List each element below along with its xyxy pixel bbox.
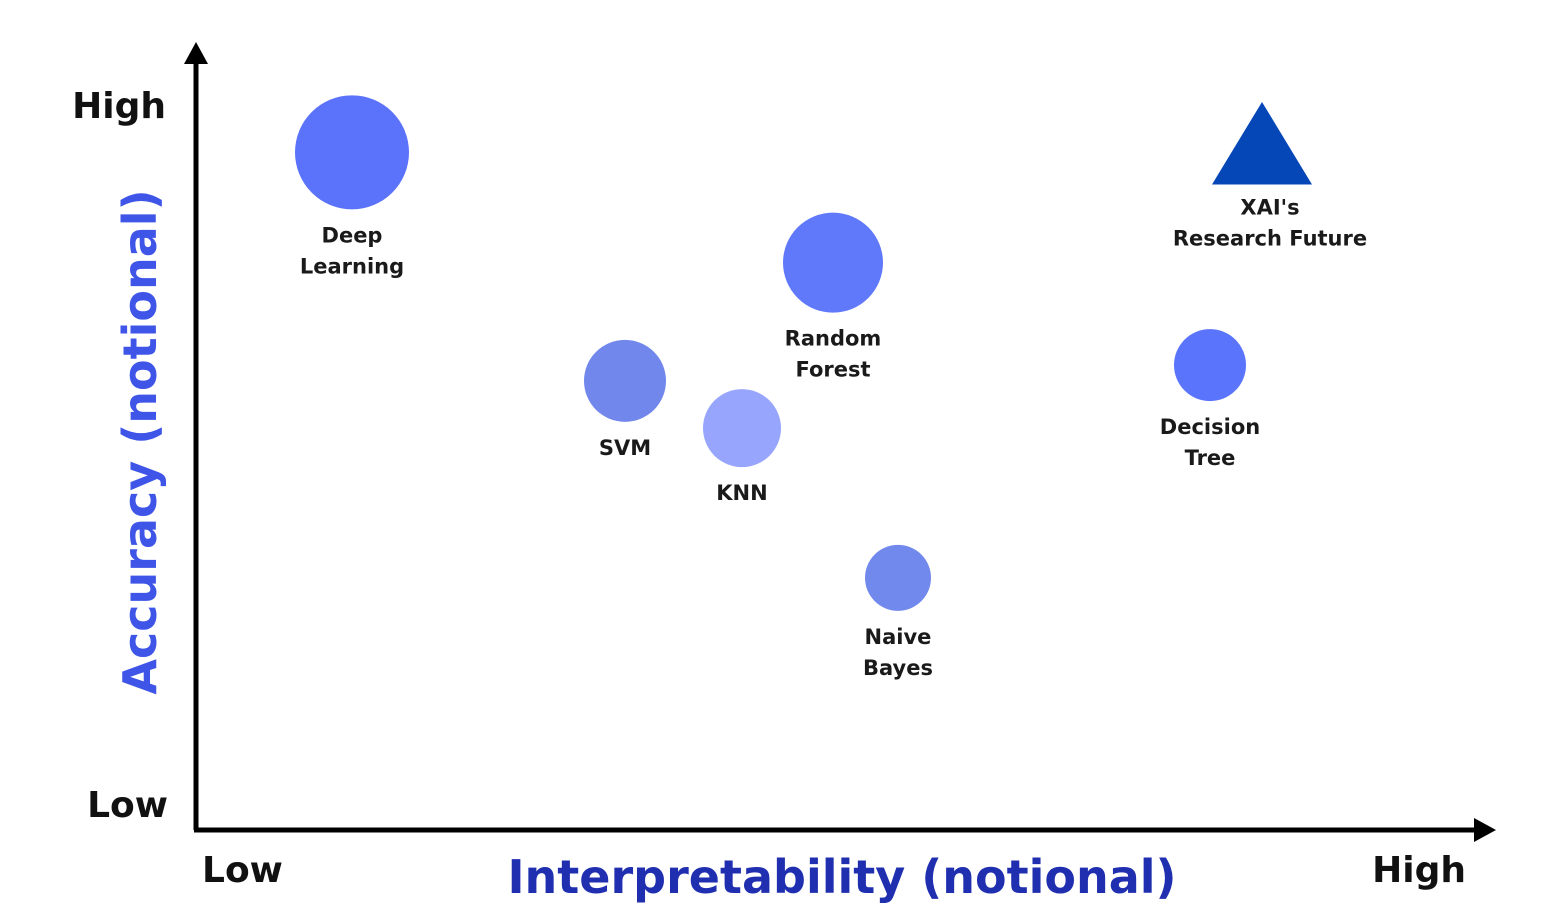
bubble-marker: [865, 544, 931, 611]
bubble-marker: [783, 212, 883, 313]
bubble-marker: [584, 339, 666, 422]
point-label: Forest: [795, 358, 870, 382]
bubble-marker: [295, 95, 409, 210]
point-label: KNN: [716, 481, 767, 505]
point-label: Tree: [1185, 446, 1236, 470]
y-tick-low: Low: [87, 785, 168, 826]
point-label: Bayes: [863, 656, 933, 680]
point-label: Deep: [322, 223, 383, 247]
point-label: Learning: [300, 254, 404, 278]
triangle-marker-icon: [1212, 101, 1312, 185]
bubble-marker: [1174, 329, 1246, 402]
y-tick-high: High: [72, 86, 166, 127]
point-label: XAI's: [1240, 195, 1299, 219]
point-svm: SVM: [584, 339, 666, 460]
point-label: Naive: [865, 625, 932, 649]
y-axis-arrow-icon: [184, 42, 208, 64]
point-label: SVM: [599, 436, 651, 460]
x-axis-arrow-icon: [1474, 818, 1496, 842]
point-label: Decision: [1160, 415, 1260, 439]
y-axis-title: Accuracy (notional): [113, 189, 167, 694]
x-axis-title: Interpretability (notional): [507, 850, 1176, 904]
point-knn: KNN: [703, 389, 781, 505]
x-tick-high: High: [1372, 850, 1466, 891]
x-tick-low: Low: [202, 850, 283, 891]
point-label: Research Future: [1173, 226, 1367, 250]
bubble-marker: [703, 389, 781, 468]
point-label: Random: [785, 327, 882, 351]
